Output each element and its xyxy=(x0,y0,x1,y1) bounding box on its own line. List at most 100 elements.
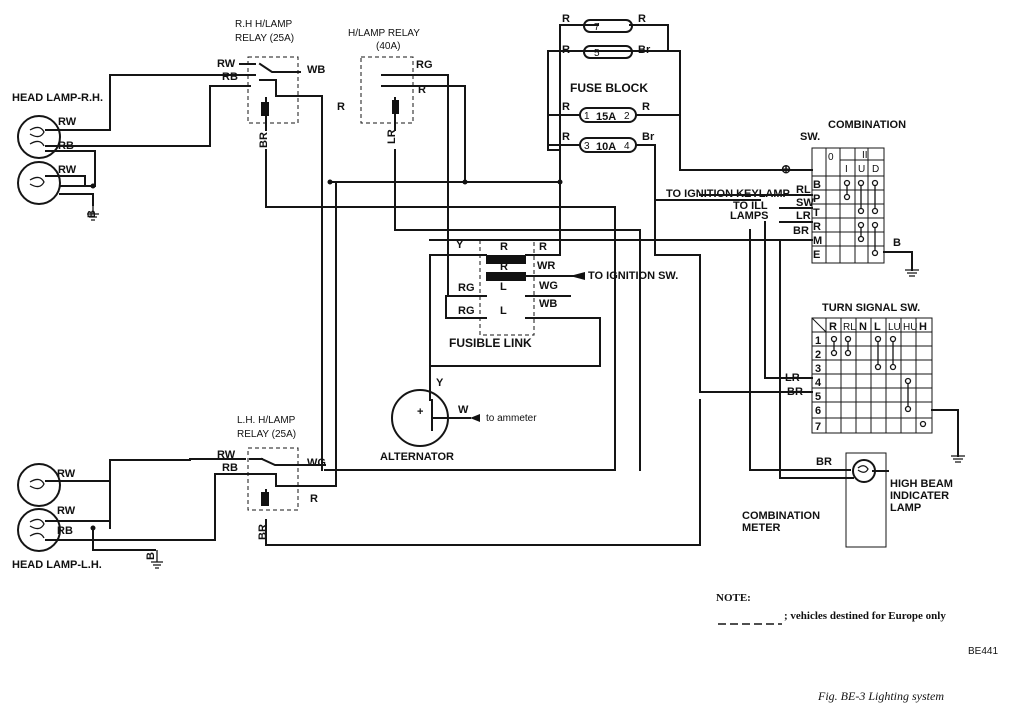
turn-row: 5 xyxy=(815,391,821,403)
turn-header: N xyxy=(859,321,867,333)
head-lamp-lh-label: HEAD LAMP-L.H. xyxy=(12,559,102,571)
head-lamp-lh-upper xyxy=(17,463,61,507)
wire-label: RW xyxy=(58,164,77,176)
wire-label: Y xyxy=(456,239,464,251)
rh-relay-title: R.H H/LAMP xyxy=(235,19,293,30)
wire-label: WR xyxy=(537,260,555,272)
wire-label: R xyxy=(642,101,650,113)
alternator-label: ALTERNATOR xyxy=(380,451,454,463)
ground-icon xyxy=(87,205,99,221)
turn-header: L xyxy=(874,321,881,333)
ground-icon xyxy=(951,455,965,463)
comb-row: M xyxy=(813,235,822,247)
turn-row: 1 xyxy=(815,335,821,347)
comb-header: II xyxy=(862,150,868,161)
wire-label: RW xyxy=(58,116,77,128)
wire-label: WG xyxy=(539,280,558,292)
turn-row: 6 xyxy=(815,405,821,417)
wire-label: R xyxy=(562,44,570,56)
wire-label: LR xyxy=(785,372,800,384)
to-ammeter-label: to ammeter xyxy=(486,413,537,424)
combination-meter-box xyxy=(845,452,887,548)
fuse-number: 7 xyxy=(594,22,600,33)
to-ill-lamps-label: LAMPS xyxy=(730,210,769,222)
combination-sw-label: COMBINATION xyxy=(828,119,906,131)
wire-label: RW xyxy=(57,505,76,517)
high-beam-lamp xyxy=(852,459,876,483)
wire-label: RW xyxy=(217,58,236,70)
turn-signal-sw-label: TURN SIGNAL SW. xyxy=(822,302,920,314)
wire-label: R xyxy=(562,101,570,113)
comb-header: 0 xyxy=(828,152,834,163)
turn-header: LU xyxy=(888,322,901,333)
rh-relay-title: RELAY (25A) xyxy=(235,33,294,44)
wire-label: R xyxy=(562,131,570,143)
fuse-number: 5 xyxy=(594,48,600,59)
fuse-block-label: FUSE BLOCK xyxy=(570,81,648,95)
wire-label: R xyxy=(638,13,646,25)
h-relay-title: H/LAMP RELAY xyxy=(348,28,420,39)
wire-label: RB xyxy=(57,525,73,537)
fusible-link-label: FUSIBLE LINK xyxy=(449,336,532,350)
comb-row: E xyxy=(813,249,820,261)
high-beam-label: HIGH BEAM xyxy=(890,478,953,490)
wire-label: LR xyxy=(386,129,398,144)
combination-meter-label: METER xyxy=(742,522,781,534)
wire-label: RW xyxy=(217,449,236,461)
wire-label: R xyxy=(418,84,426,96)
wire-label: LR xyxy=(796,210,811,222)
wire-label: RB xyxy=(222,71,238,83)
wire-label: R xyxy=(562,13,570,25)
wire-label: WG xyxy=(307,457,326,469)
wire-label: BR xyxy=(258,132,270,148)
turn-header: H xyxy=(919,321,927,333)
wire-label: Br xyxy=(642,131,655,143)
turn-header: R xyxy=(829,321,837,333)
ground-icon xyxy=(151,550,163,569)
fuse-rating: 15A xyxy=(596,111,616,123)
ground-icon xyxy=(905,269,919,277)
turn-header: HU xyxy=(903,322,917,333)
comb-row: B xyxy=(813,179,821,191)
fusible-link-box xyxy=(479,239,535,336)
wire-label: RW xyxy=(57,468,76,480)
wire-label: R xyxy=(500,261,508,273)
plus-icon: ⊕ xyxy=(781,162,791,176)
h-relay-box xyxy=(360,56,414,124)
head-lamp-rh-lower xyxy=(17,161,61,205)
high-beam-label: LAMP xyxy=(890,502,921,514)
wire-label: R xyxy=(337,101,345,113)
wire-label: BR xyxy=(816,456,832,468)
wire-label: SW xyxy=(796,197,814,209)
wire-label: Y xyxy=(436,377,444,389)
wire-label: Br xyxy=(638,44,651,56)
wire-label: B xyxy=(145,552,157,560)
head-lamp-rh-upper xyxy=(17,115,61,159)
note-title: NOTE: xyxy=(716,592,751,604)
wire-label: BR xyxy=(793,225,809,237)
comb-row: P xyxy=(813,193,820,205)
turn-header: RL xyxy=(843,322,856,333)
wire-label: RG xyxy=(458,305,475,317)
note-text: ; vehicles destined for Europe only xyxy=(784,610,946,622)
combination-meter-label: COMBINATION xyxy=(742,510,820,522)
wire-label: RL xyxy=(796,184,811,196)
wire-label: L xyxy=(500,281,507,293)
wire-label: BR xyxy=(257,524,269,540)
lh-relay-title: L.H. H/LAMP xyxy=(237,415,296,426)
wire-label: B xyxy=(893,237,901,249)
figure-code: BE441 xyxy=(968,646,998,657)
head-lamp-lh-lower xyxy=(17,508,61,552)
rh-relay-box xyxy=(247,56,299,124)
turn-row: 2 xyxy=(815,349,821,361)
to-ill-lamps-label: TO ILL xyxy=(733,200,768,212)
turn-signal-sw-table xyxy=(811,317,933,434)
wire-label: R xyxy=(500,241,508,253)
combination-sw-table xyxy=(811,147,885,264)
turn-row: 4 xyxy=(815,377,822,389)
wire-label: L xyxy=(500,305,507,317)
lh-relay-title: RELAY (25A) xyxy=(237,429,296,440)
comb-row: T xyxy=(813,207,820,219)
comb-row: R xyxy=(813,221,821,233)
